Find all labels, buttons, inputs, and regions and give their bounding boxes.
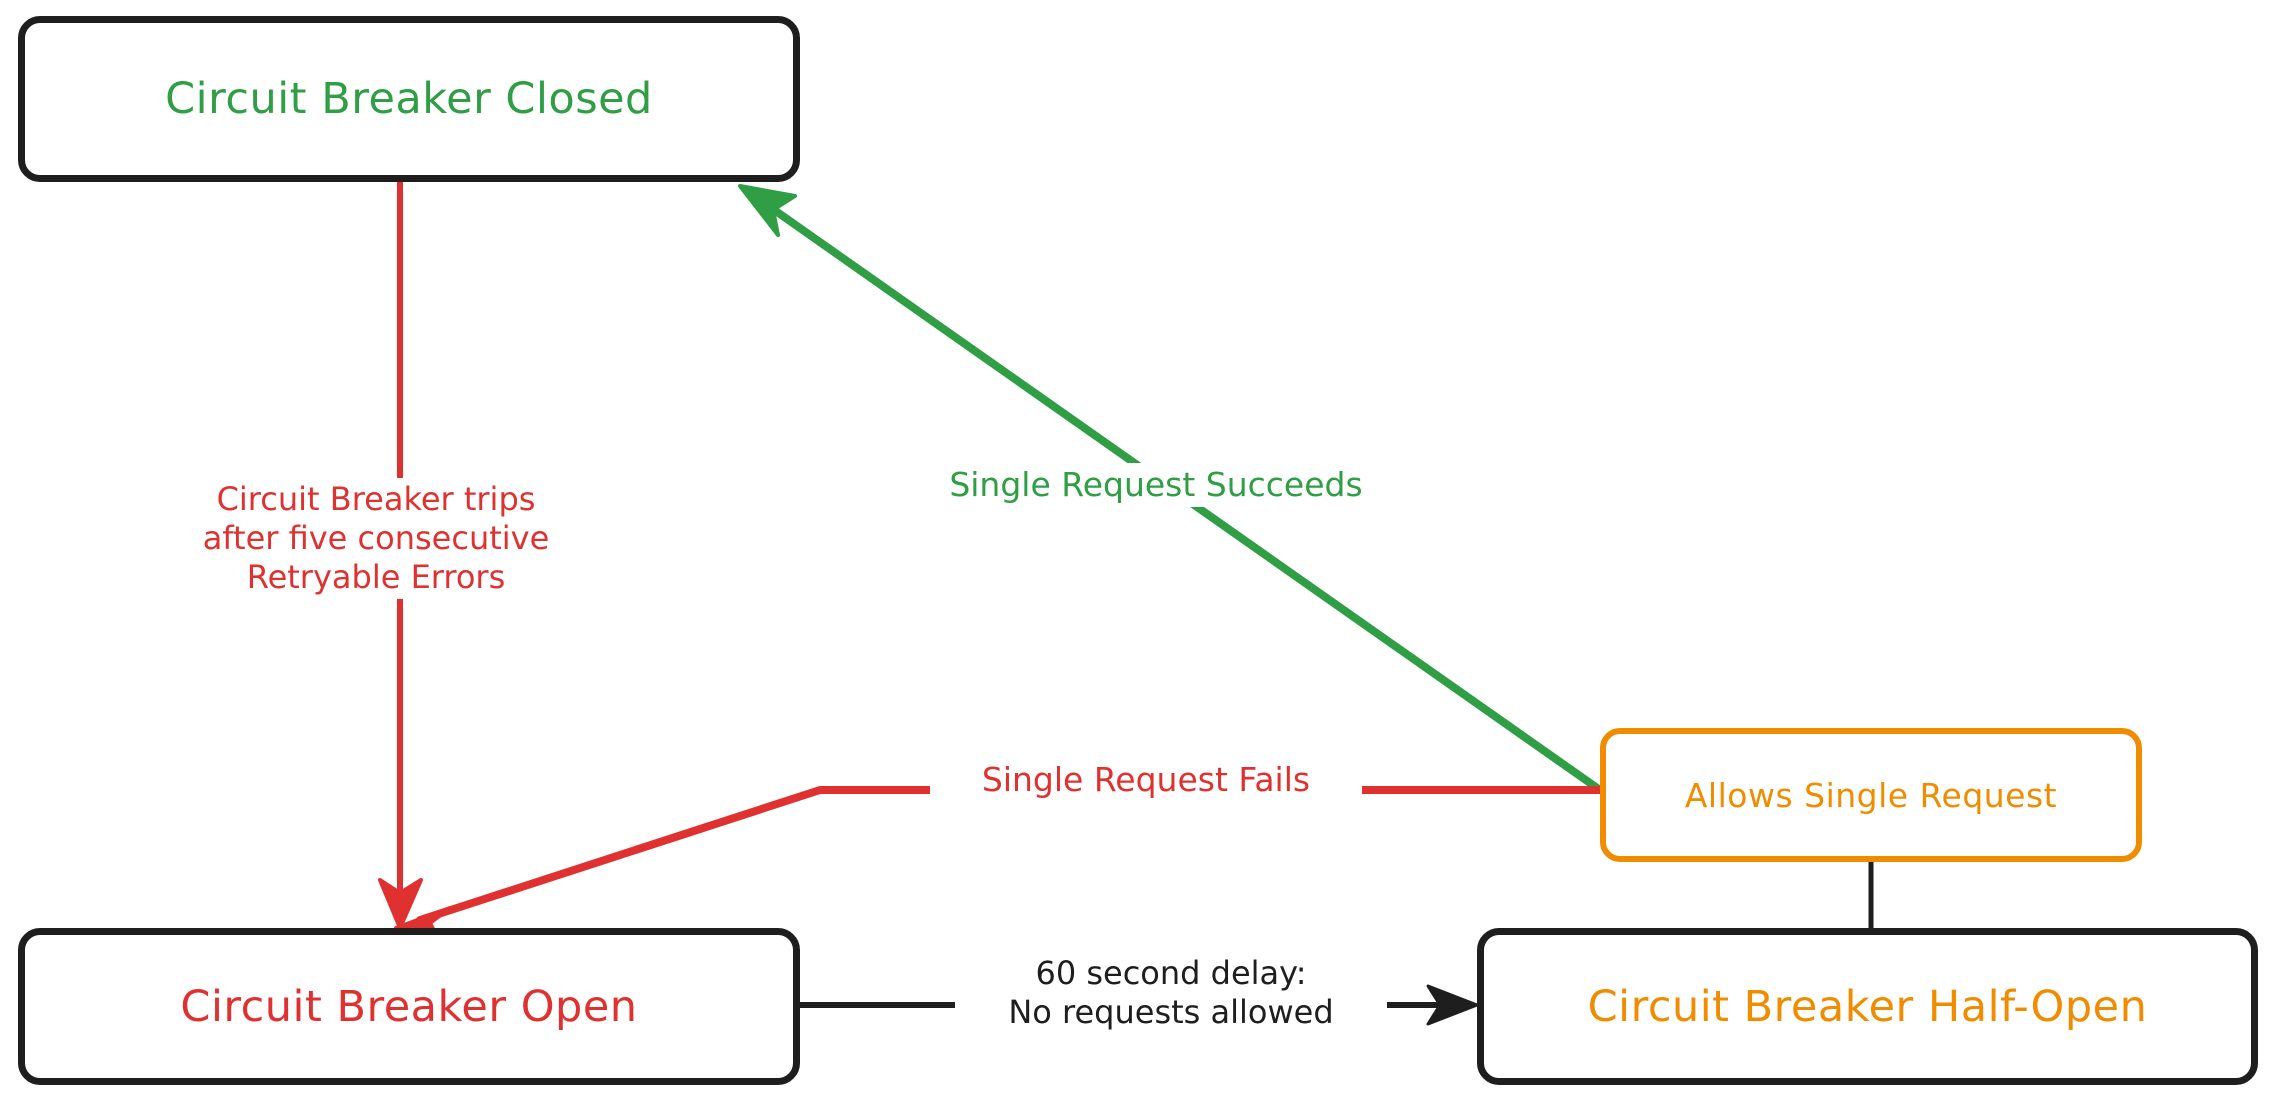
node-allows-single-request[interactable]: Allows Single Request — [1600, 728, 2142, 862]
node-circuit-breaker-open[interactable]: Circuit Breaker Open — [18, 928, 800, 1085]
edge-label-allows-to-closed: Single Request Succeeds — [900, 463, 1412, 508]
node-circuit-breaker-closed[interactable]: Circuit Breaker Closed — [18, 16, 800, 182]
node-circuit-breaker-half-open[interactable]: Circuit Breaker Half-Open — [1477, 928, 2258, 1085]
edge-label-allows-to-open: Single Request Fails — [930, 758, 1362, 803]
node-label-open: Circuit Breaker Open — [180, 981, 638, 1032]
node-label-half-open: Circuit Breaker Half-Open — [1587, 981, 2148, 1032]
edge-allows-to-open — [394, 786, 1604, 944]
node-label-closed: Circuit Breaker Closed — [165, 74, 653, 124]
edge-label-closed-to-open: Circuit Breaker trips after five consecu… — [160, 478, 592, 600]
node-label-allows: Allows Single Request — [1684, 775, 2058, 815]
edge-label-open-to-half-open: 60 second delay: No requests allowed — [955, 952, 1387, 1035]
